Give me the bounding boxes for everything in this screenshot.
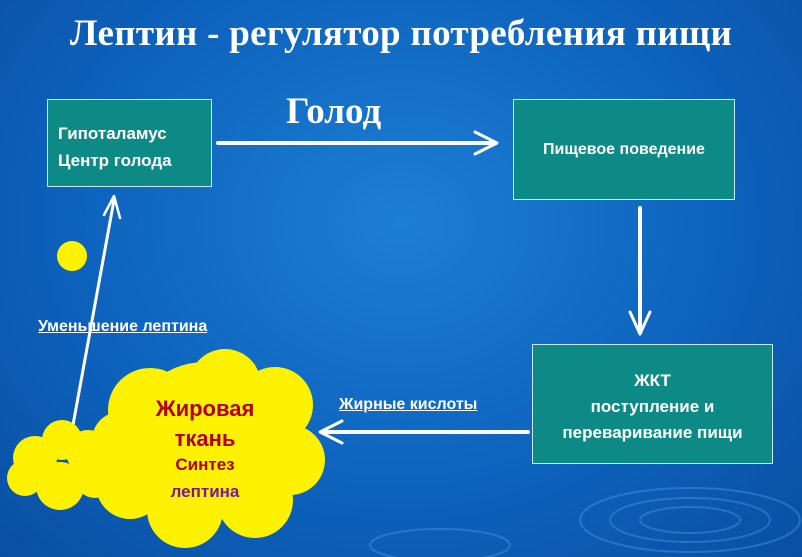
adipose-label-line2: ткань <box>174 426 236 451</box>
arrow-fatty-acids <box>318 419 530 445</box>
hunger-label: Голод <box>286 91 382 132</box>
adipose-cloud <box>92 349 325 548</box>
small-cloud <box>7 420 115 510</box>
adipose-label-line1: Жировая <box>155 396 255 421</box>
eating-behavior-label: Пищевое поведение <box>543 140 705 158</box>
gut-box: ЖКТ поступление и переваривание пищи <box>532 344 773 464</box>
hypothalamus-box: Гипоталамус Центр голода <box>47 99 212 187</box>
arrow-behavior-to-gut <box>628 206 652 336</box>
eating-behavior-box: Пищевое поведение <box>513 99 735 200</box>
yellow-ball <box>57 241 87 271</box>
gut-digestion-label: переваривание пищи <box>562 423 743 442</box>
leptin-synthesis-line2: лептина <box>170 482 240 501</box>
hypothalamus-label: Гипоталамус <box>58 124 167 143</box>
leptin-synthesis-line1: Синтез <box>175 455 235 474</box>
gut-label: ЖКТ <box>634 371 671 390</box>
leptin-decrease-label: Уменьшение лептина <box>38 318 208 335</box>
gut-intake-label: поступление и <box>590 397 715 416</box>
arrow-hunger <box>216 130 499 156</box>
hunger-center-label: Центр голода <box>58 151 172 170</box>
arrow-leptin-decrease <box>71 194 122 427</box>
fatty-acids-label: Жирные кислоты <box>339 396 478 413</box>
slide-title: Лептин - регулятор потребления пищи <box>69 13 733 54</box>
